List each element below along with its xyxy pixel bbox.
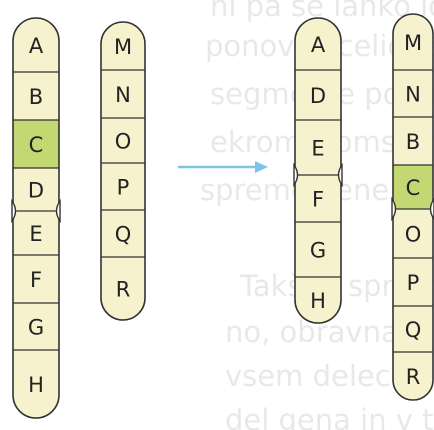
band-label: C [29,133,44,157]
band-label: M [404,31,422,55]
chromosome-after-left: A D E F G H [294,18,342,323]
band-label: P [117,176,130,200]
band-label: N [115,83,131,107]
band-label: E [311,137,324,161]
band-label: D [28,179,44,203]
band-label: A [29,34,44,58]
band-label: B [406,130,420,154]
band-label: G [310,239,326,263]
band-label: R [116,278,131,302]
band-label: Q [115,223,132,247]
band-label: G [28,316,44,340]
band-label: B [29,85,43,109]
band-label: F [312,188,324,212]
band-label: D [310,84,326,108]
band-label: E [29,222,42,246]
band-label: H [28,373,44,397]
band-label: C [406,176,421,200]
band-label: H [310,289,326,313]
band-label: N [405,83,421,107]
band-label: O [405,223,422,247]
band-label: A [311,33,326,57]
band-label: F [30,268,42,292]
band-label: O [115,130,132,154]
band-label: R [406,365,421,389]
arrow-head [255,161,268,173]
band-label: Q [405,318,422,342]
transition-arrow [178,161,268,173]
band-label: M [114,35,132,59]
band-label: P [407,271,420,295]
